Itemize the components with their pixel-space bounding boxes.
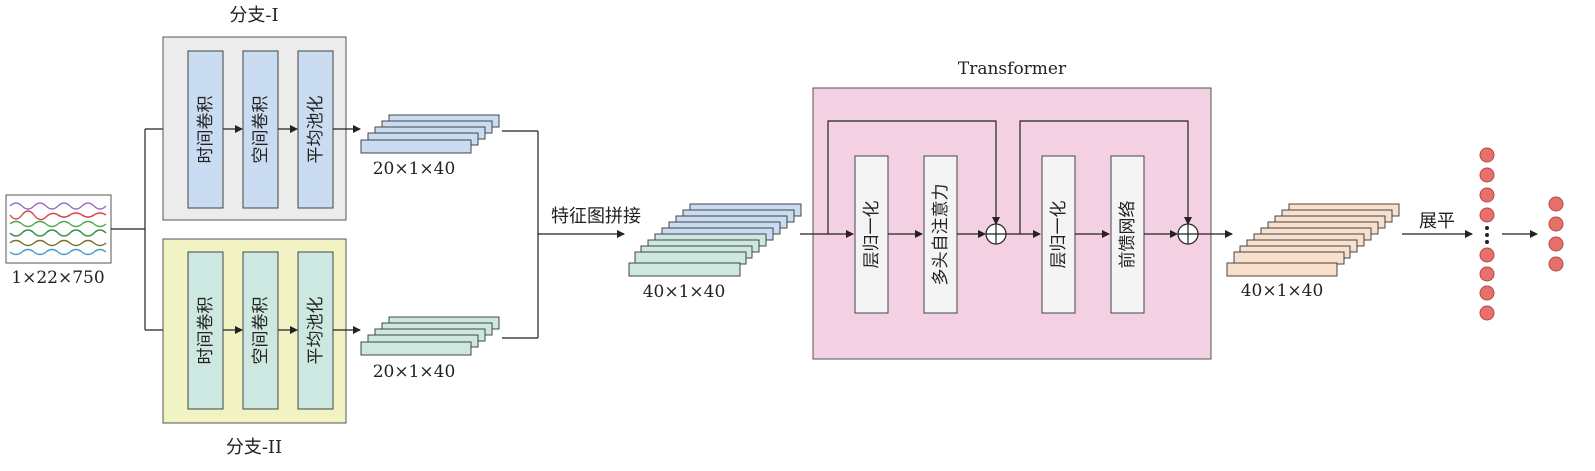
branch2-output-dim-label: 20×1×40 [373,362,456,382]
branch1-title: 分支-I [229,5,278,26]
branch2-block-temporal-conv: 时间卷积 [187,251,224,410]
flattened-neuron-column [1479,147,1495,321]
residual-add-2 [1177,223,1199,245]
output-neuron-column [1548,196,1564,272]
transformer-output-dim-label: 40×1×40 [1241,281,1324,301]
branch1-block-label: 时间卷积 [196,96,216,164]
branch2-block-label: 时间卷积 [196,297,216,365]
residual-connection-2 [1019,120,1192,234]
concat-connector [502,130,625,339]
transformer-title: Transformer [958,59,1067,79]
transformer-block-label: 多头自注意力 [931,184,951,286]
branch1-feature-stack [360,114,500,154]
transformer-block-label: 层归一化 [862,201,882,269]
residual-connection-1 [827,120,1000,234]
branch2-feature-stack [360,316,500,356]
concat-label: 特征图拼接 [551,206,641,227]
branch2-block-label: 平均池化 [306,297,326,365]
branch1-block-avg-pool: 平均池化 [297,50,334,209]
branch2-block-label: 空间卷积 [251,297,271,365]
transformer-block-label: 前馈网络 [1118,201,1138,269]
input-eeg-signal [5,194,112,264]
flatten-label: 展平 [1419,211,1455,232]
branch1-block-label: 空间卷积 [251,96,271,164]
branch1-output-dim-label: 20×1×40 [373,159,456,179]
transformer-block-layernorm-2: 层归一化 [1041,155,1076,314]
transformer-output-stack [1226,203,1400,277]
branch2-block-spatial-conv: 空间卷积 [242,251,279,410]
transformer-block-label: 层归一化 [1049,201,1069,269]
concat-output-dim-label: 40×1×40 [643,282,726,302]
transformer-block-layernorm-1: 层归一化 [854,155,889,314]
transformer-block-feedforward: 前馈网络 [1110,155,1145,314]
branch1-block-label: 平均池化 [306,96,326,164]
branch1-block-spatial-conv: 空间卷积 [242,50,279,209]
branch2-title: 分支-II [226,437,282,458]
branch1-block-temporal-conv: 时间卷积 [187,50,224,209]
residual-add-1 [985,223,1007,245]
concat-feature-stack [628,203,802,277]
branch2-block-avg-pool: 平均池化 [297,251,334,410]
input-dim-label: 1×22×750 [11,268,104,288]
transformer-block-multihead-attention: 多头自注意力 [923,155,958,314]
